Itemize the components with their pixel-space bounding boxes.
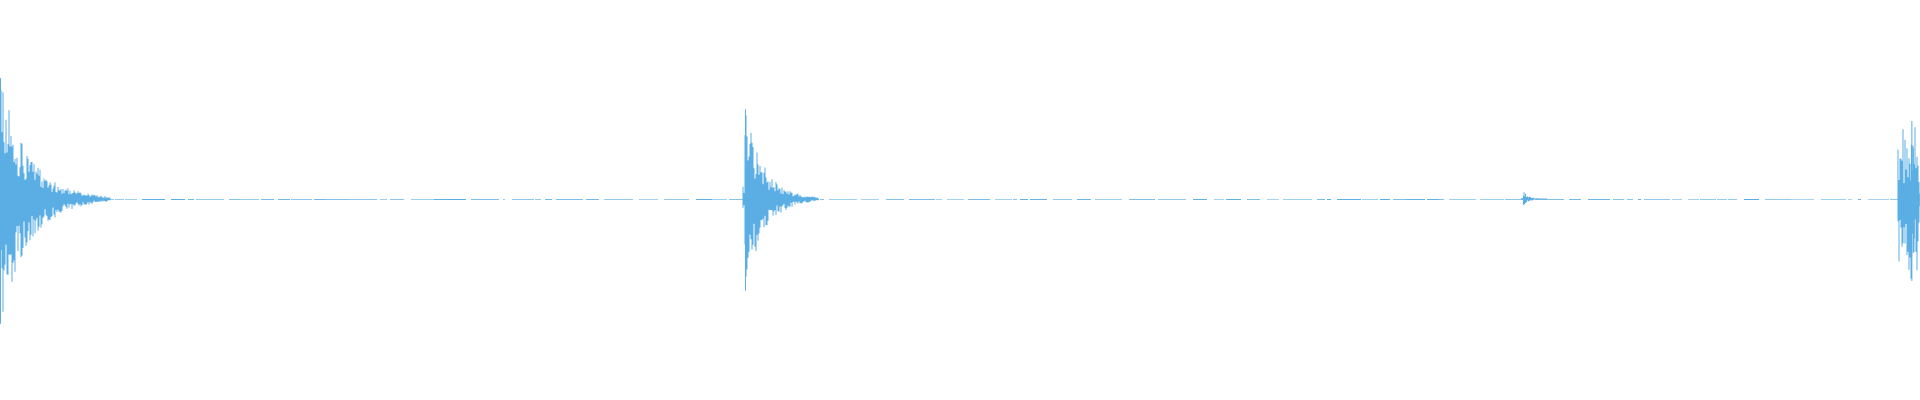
waveform-transient-1 <box>0 78 111 324</box>
waveform-edge-burst <box>1897 127 1920 279</box>
waveform-transient-3 <box>1521 192 1547 205</box>
waveform-transient-shape <box>742 109 819 291</box>
waveform-transient-2 <box>742 109 819 291</box>
waveform-transient-shape <box>0 78 111 324</box>
waveform-transient-shape <box>1521 192 1547 205</box>
waveform-edge-burst-shape <box>1897 127 1920 279</box>
